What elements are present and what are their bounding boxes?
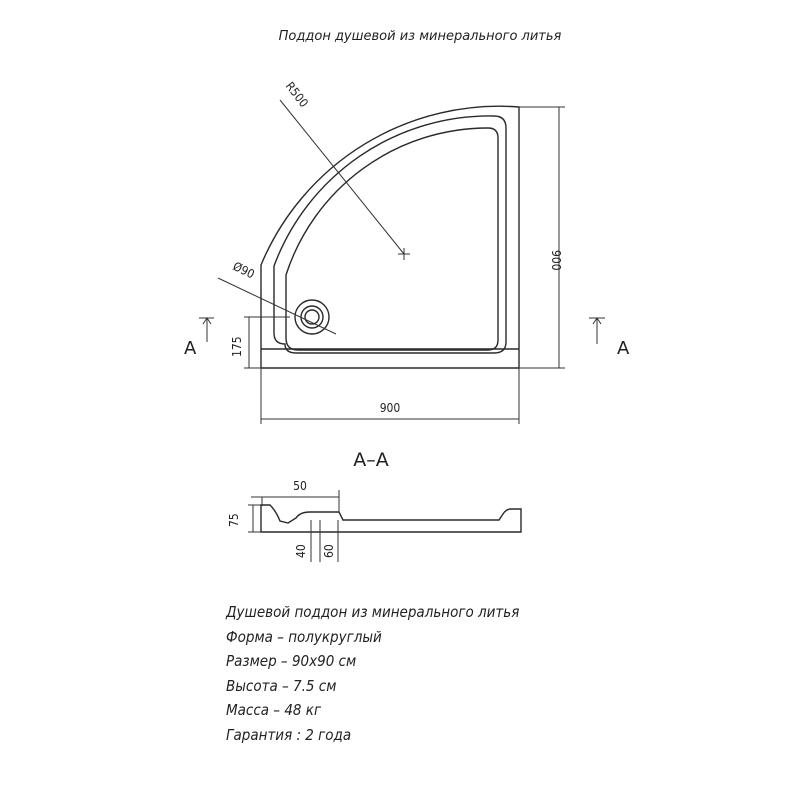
dimension-75-label: 75 <box>227 513 241 527</box>
dimension-50-label: 50 <box>293 479 307 493</box>
dimension-60-label: 60 <box>322 544 336 558</box>
radius-label: R500 <box>283 79 311 110</box>
spec-line-weight: Масса – 48 кг <box>226 701 322 719</box>
radius-leader-line <box>279 99 405 255</box>
section-title: A–A <box>353 449 389 471</box>
section-profile <box>260 504 522 533</box>
svg-text:A: A <box>184 338 197 359</box>
drawing-title: Поддон душевой из минерального литья <box>279 29 562 44</box>
tray-basin-inner-edge <box>285 127 499 351</box>
drain-hole <box>294 299 330 335</box>
tray-cross-section: 75 50 40 60 <box>227 479 522 562</box>
tray-plan-view: R500 Ø90 175 900 900 A A <box>184 79 630 424</box>
drain-leader-line <box>217 277 337 335</box>
spec-line-size: Размер – 90х90 см <box>226 652 357 670</box>
spec-line-shape: Форма – полукруглый <box>226 627 382 646</box>
section-mark-left: A <box>184 317 214 359</box>
tray-basin-outer-edge <box>273 115 507 354</box>
dimension-width-label: 900 <box>380 401 401 415</box>
dimension-depth-label: 900 <box>549 250 563 271</box>
section-mark-right: A <box>589 317 630 359</box>
spec-line-product: Душевой поддон из минерального литья <box>226 603 520 621</box>
svg-text:A: A <box>617 338 630 359</box>
spec-line-warranty: Гарантия : 2 года <box>226 725 352 744</box>
dimension-175-label: 175 <box>230 336 244 357</box>
tray-outer-contour <box>260 105 520 369</box>
specifications-list: Душевой поддон из минерального литья Фор… <box>226 600 519 747</box>
drain-label: Ø90 <box>231 259 257 281</box>
spec-line-height: Высота – 7.5 см <box>226 676 337 695</box>
dimension-40-label: 40 <box>294 544 308 558</box>
